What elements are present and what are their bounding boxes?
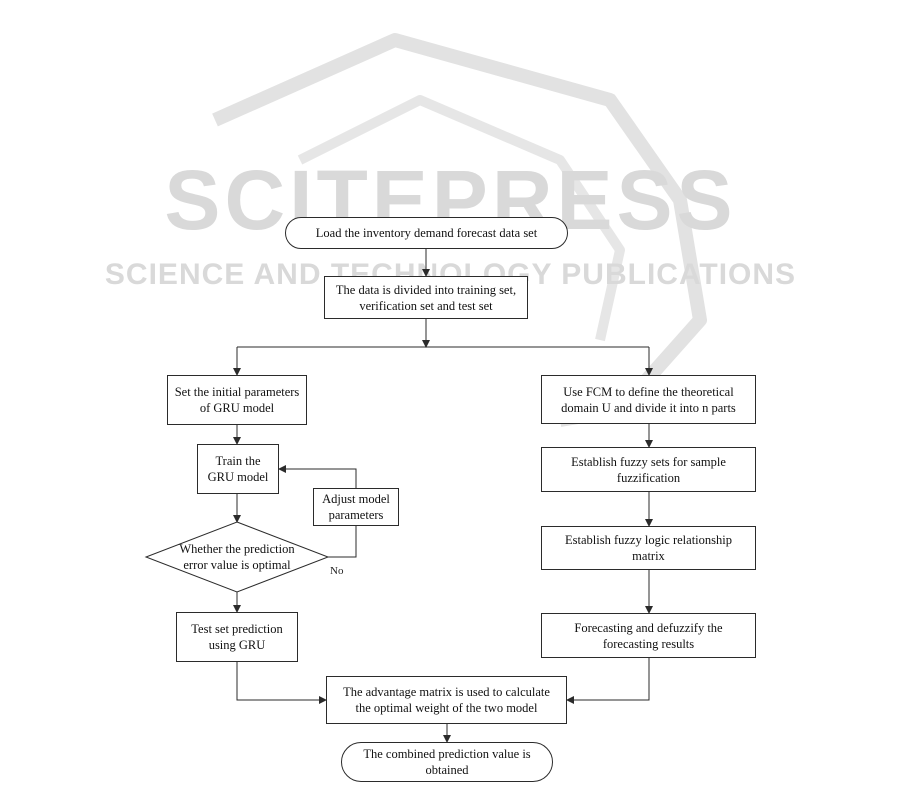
gru-adjust-node: Adjust model parameters xyxy=(313,488,399,526)
gru-decision-text: Whether the prediction error value is op… xyxy=(179,542,295,572)
fuzzy-sets-node: Establish fuzzy sets for sample fuzzific… xyxy=(541,447,756,492)
fcm-define-node: Use FCM to define the theoretical domain… xyxy=(541,375,756,424)
advantage-matrix-node: The advantage matrix is used to calculat… xyxy=(326,676,567,724)
split-data-node: The data is divided into training set, v… xyxy=(324,276,528,319)
edge-test-advantage xyxy=(236,662,327,704)
gru-init-node: Set the initial parameters of GRU model xyxy=(167,375,307,425)
end-node: The combined prediction value is obtaine… xyxy=(341,742,553,782)
start-node: Load the inventory demand forecast data … xyxy=(285,217,568,249)
gru-test-node: Test set prediction using GRU xyxy=(176,612,298,662)
decision-diamond xyxy=(144,521,330,593)
edge-adjust-train xyxy=(278,465,357,488)
fuzzy-logic-node: Establish fuzzy logic relationship matri… xyxy=(541,526,756,570)
edge-forecast-advantage xyxy=(566,658,650,704)
gru-train-node: Train the GRU model xyxy=(197,444,279,494)
forecast-node: Forecasting and defuzzify the forecastin… xyxy=(541,613,756,658)
edge-decision-no xyxy=(328,526,357,558)
decision-no-label: No xyxy=(330,565,344,577)
